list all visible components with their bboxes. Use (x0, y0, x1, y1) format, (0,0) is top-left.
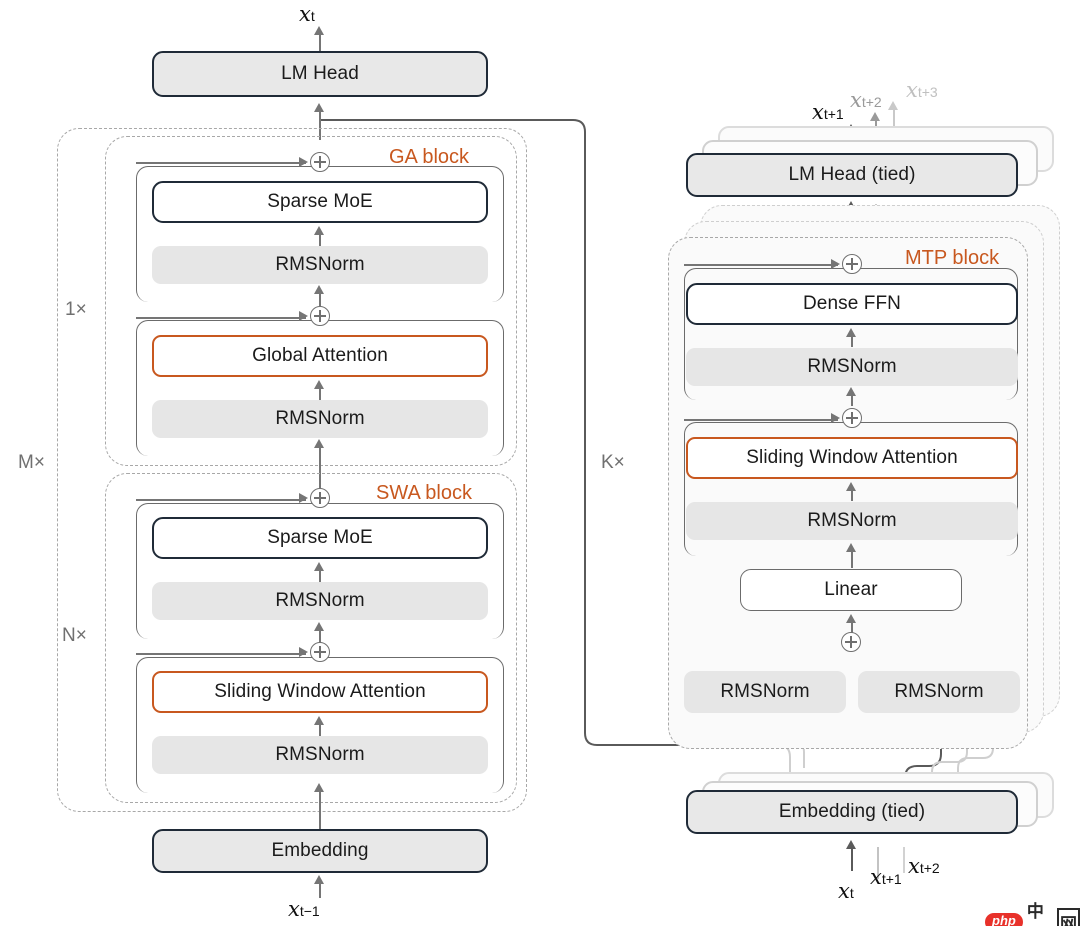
mtp-attn-residual-line (684, 419, 838, 421)
arrow-lmhead-to-output (319, 33, 321, 51)
ga-block-repeat-label: 1× (65, 299, 87, 320)
watermark: php 中文 网 (985, 897, 1080, 926)
mtp-ffn-residual-arrow (831, 259, 840, 269)
mtp-rmsnorm-upper: RMSNorm (686, 348, 1018, 386)
swa-add1-to-norm-arrow (314, 622, 324, 631)
mtp-norm2-to-attn-arrow (846, 482, 856, 491)
swa-norm2-to-attn-arrow (314, 716, 324, 725)
swa-attn-residual-line (136, 653, 306, 655)
mtp-embedding[interactable]: Embedding (tied) (686, 790, 1018, 834)
mtp-rmsnorm-left: RMSNorm (684, 671, 846, 713)
mtp-in-arrow-1 (851, 847, 853, 871)
watermark-text: 中文 (1026, 902, 1044, 922)
main-outer-repeat-group (57, 128, 527, 812)
swa-norm-to-moe (319, 569, 321, 582)
ga-add1-to-norm-arrow (314, 285, 324, 294)
swa-norm-to-moe-arrow (314, 562, 324, 571)
mtp-linear-to-norm-arrow (846, 543, 856, 552)
swa-block-group (105, 473, 517, 803)
ga-norm2-to-attn (319, 387, 321, 400)
mtp-rmsnorm-lower: RMSNorm (686, 502, 1018, 540)
ga-attn-residual-line (136, 317, 306, 319)
mtp-in-arrow-3 (903, 847, 905, 873)
swa-rmsnorm-lower: RMSNorm (152, 736, 488, 774)
ga-norm-to-moe-arrow (314, 226, 324, 235)
mtp-in-arrow-2 (877, 847, 879, 879)
mtp-lm-head[interactable]: LM Head (tied) (686, 153, 1018, 197)
mtp-dense-ffn[interactable]: Dense FFN (686, 283, 1018, 325)
main-embedding[interactable]: Embedding (152, 829, 488, 873)
ga-attn-residual-arrow (299, 311, 308, 321)
embedding-to-swa-arrow (314, 783, 324, 792)
mtp-ffn-residual-line (684, 264, 838, 266)
mtp-out-arrowhead-3 (888, 101, 898, 110)
mtp-block-label: MTP block (905, 247, 1000, 269)
mtp-add1-to-norm-arrow (846, 387, 856, 396)
embedding-to-swa (319, 790, 321, 830)
ga-norm2-to-attn-arrow (314, 380, 324, 389)
mtp-in-arrowhead-1 (846, 840, 856, 849)
mtp-output-token-2: xt+2 (850, 88, 882, 112)
main-lm-head[interactable]: LM Head (152, 51, 488, 97)
mtp-repeat-label: K× (601, 452, 625, 473)
swa-add1-to-norm (319, 629, 321, 643)
mtp-norm-to-ffn-arrow (846, 328, 856, 337)
ga-attn-add (310, 306, 330, 326)
mtp-norm2-to-attn (851, 489, 853, 501)
ga-block-label: GA block (389, 146, 470, 168)
swa-attn-add (310, 642, 330, 662)
mtp-output-token-1: xt+1 (812, 100, 844, 124)
ga-block-input-line (319, 446, 321, 488)
mtp-add1-to-norm (851, 394, 853, 406)
ga-add1-to-norm (319, 292, 321, 306)
swa-moe-add (310, 488, 330, 508)
mtp-out-arrowhead-2 (870, 112, 880, 121)
mtp-output-token-3: xt+3 (906, 78, 938, 102)
ga-norm-to-moe (319, 233, 321, 246)
input-to-embedding (319, 882, 321, 898)
swa-rmsnorm-upper: RMSNorm (152, 582, 488, 620)
swa-block-repeat-label: N× (62, 625, 87, 646)
mtp-add-to-linear (851, 621, 853, 634)
swa-sparse-moe[interactable]: Sparse MoE (152, 517, 488, 559)
swa-block-label: SWA block (376, 482, 472, 504)
arrow-head-lmhead-out (314, 26, 324, 35)
watermark-brand: php (985, 913, 1023, 926)
mtp-input-token-2: xt+1 (870, 865, 902, 889)
watermark-boxed: 网 (1057, 907, 1080, 926)
mtp-attn-add (842, 408, 862, 428)
mtp-attn-residual-arrow (831, 413, 840, 423)
ga-rmsnorm-lower: RMSNorm (152, 400, 488, 438)
mtp-input-token-3: xt+2 (908, 854, 940, 878)
input-to-embedding-arrow (314, 875, 324, 884)
ga-sparse-moe[interactable]: Sparse MoE (152, 181, 488, 223)
main-outer-repeat-label: M× (18, 452, 45, 473)
mtp-linear-to-norm (851, 550, 853, 568)
ga-block-group (105, 136, 517, 466)
mtp-ffn-add (842, 254, 862, 274)
mtp-rmsnorm-right: RMSNorm (858, 671, 1020, 713)
swa-moe-residual-arrow (299, 493, 308, 503)
swa-norm2-to-attn (319, 723, 321, 736)
mtp-input-token-1: xt (838, 879, 854, 903)
ga-global-attention[interactable]: Global Attention (152, 335, 488, 377)
ga-rmsnorm-upper: RMSNorm (152, 246, 488, 284)
ga-moe-residual-arrow (299, 157, 308, 167)
main-input-token: xt−1 (288, 897, 320, 921)
mtp-linear[interactable]: Linear (740, 569, 962, 611)
trunk-to-lmhead (319, 110, 321, 140)
mtp-concat-add (841, 632, 861, 652)
mtp-sliding-window-attention[interactable]: Sliding Window Attention (686, 437, 1018, 479)
swa-sliding-window-attention[interactable]: Sliding Window Attention (152, 671, 488, 713)
main-output-token: xt (299, 2, 315, 26)
ga-moe-add (310, 152, 330, 172)
ga-block-input-arrow (314, 439, 324, 448)
mtp-norm-to-ffn (851, 335, 853, 347)
ga-moe-residual-line (136, 162, 306, 164)
mtp-add-to-linear-arrow (846, 614, 856, 623)
arrow-head-trunk-lmhead (314, 103, 324, 112)
swa-attn-residual-arrow (299, 647, 308, 657)
swa-moe-residual-line (136, 499, 306, 501)
